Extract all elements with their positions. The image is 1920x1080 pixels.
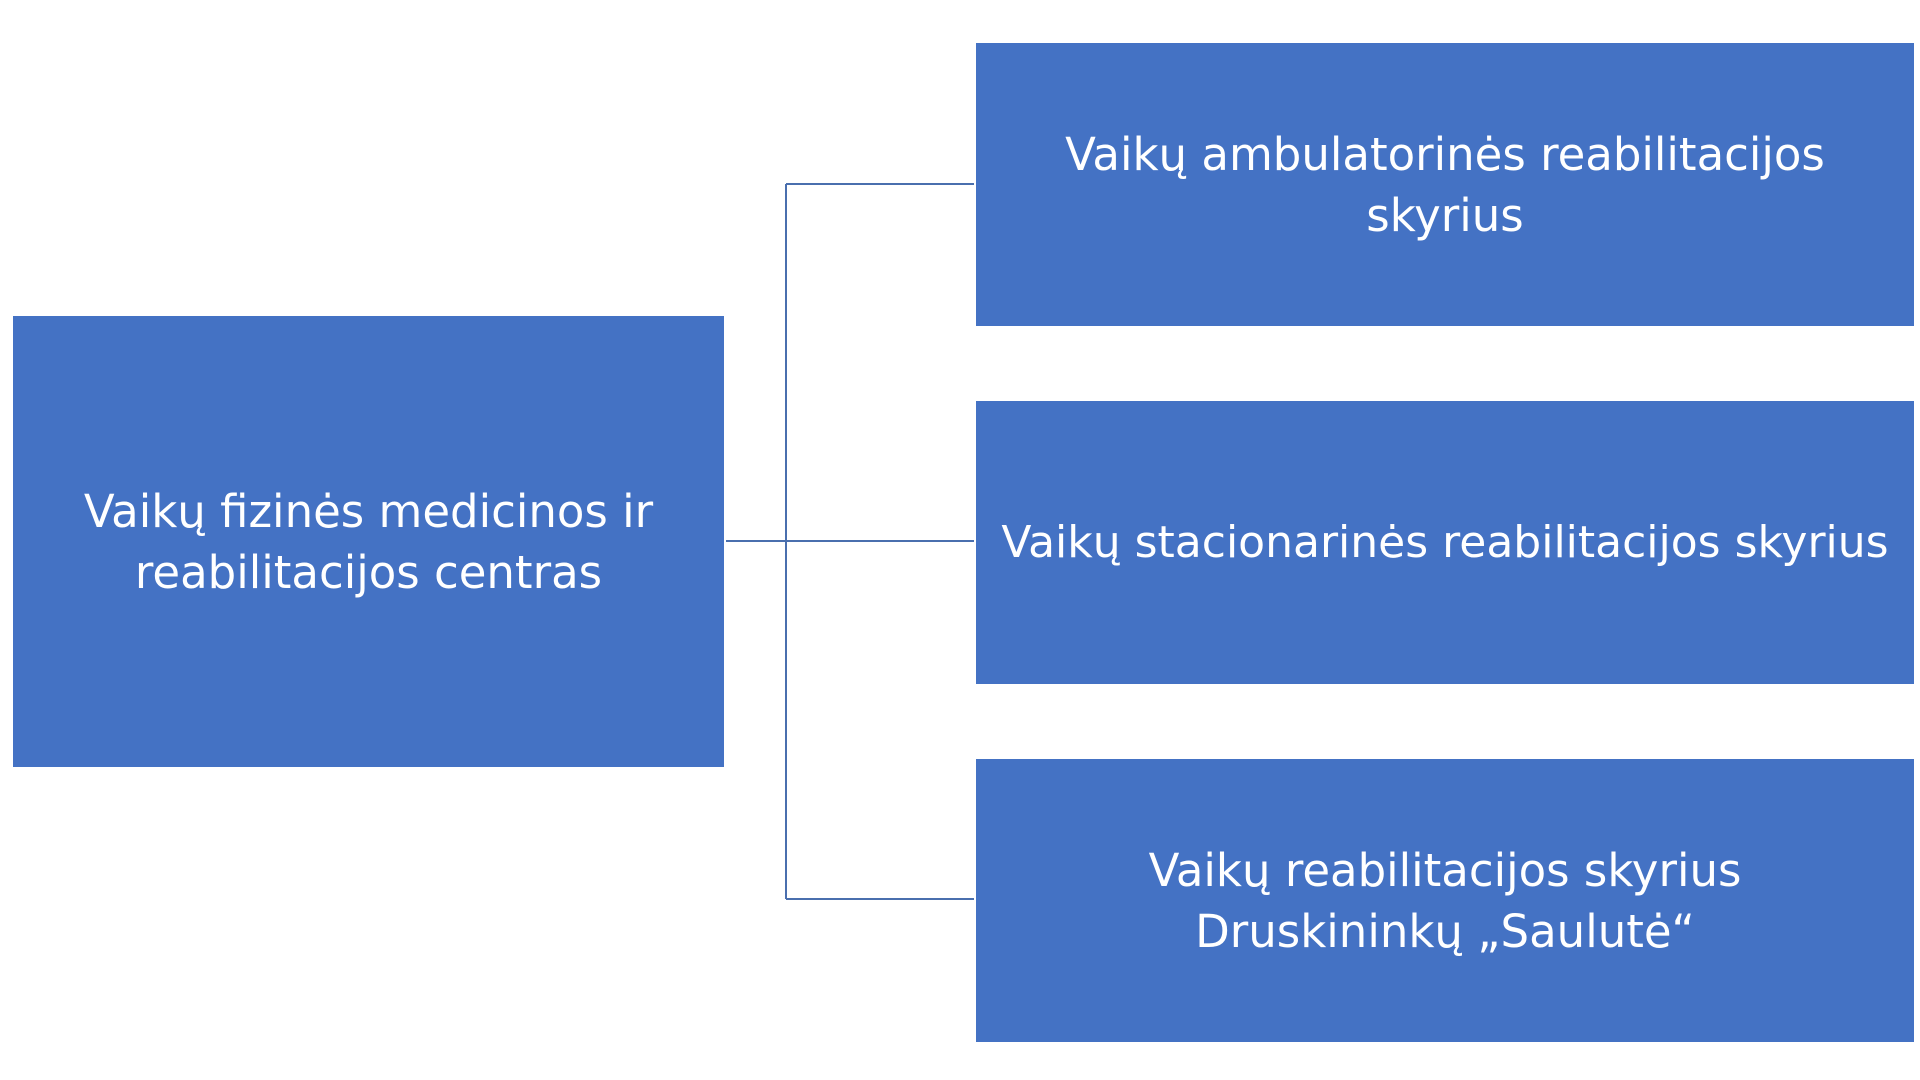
child-node-druskininkai: Vaikų reabilitacijos skyrius Druskininkų… xyxy=(976,759,1914,1042)
child-node-label: Vaikų ambulatorinės reabilitacijos skyri… xyxy=(1065,127,1825,242)
child-node-label: Vaikų reabilitacijos skyrius Druskininkų… xyxy=(1148,843,1742,958)
root-node: Vaikų fizinės medicinos ir reabilitacijo… xyxy=(13,316,724,767)
child-node-label: Vaikų stacionarinės reabilitacijos skyri… xyxy=(1001,517,1889,568)
child-node-inpatient: Vaikų stacionarinės reabilitacijos skyri… xyxy=(976,401,1914,684)
child-node-ambulatory: Vaikų ambulatorinės reabilitacijos skyri… xyxy=(976,43,1914,326)
root-node-label: Vaikų fizinės medicinos ir reabilitacijo… xyxy=(83,484,654,599)
